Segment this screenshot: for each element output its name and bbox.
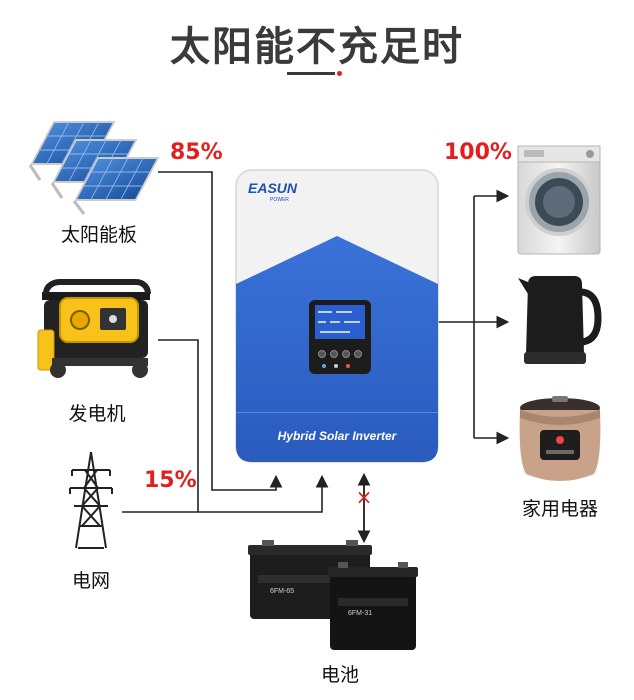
battery-blocked-mark: ×	[356, 485, 373, 509]
electric-kettle-icon	[518, 276, 602, 364]
generator-label: 发电机	[68, 403, 126, 425]
battery-model-small: 6FM-31	[348, 610, 372, 617]
battery-label: 电池	[320, 664, 359, 686]
grid-label: 电网	[71, 570, 110, 592]
generator-icon	[37, 279, 151, 378]
inverter-brand-sub: POWER	[270, 197, 289, 203]
inverter-model-label: Hybrid Solar Inverter	[278, 429, 398, 443]
inverter-brand: EASUN	[248, 180, 298, 196]
load-flow-line	[438, 189, 510, 445]
solar-percent: 85%	[170, 140, 223, 165]
grid-tower-icon	[69, 451, 113, 549]
appliances-label: 家用电器	[521, 498, 598, 520]
page-title: 太阳能不充足时	[170, 24, 464, 70]
grid-percent: 15%	[144, 468, 197, 493]
washing-machine-icon	[517, 145, 601, 255]
title-dot	[337, 71, 342, 76]
solar-flow-line	[158, 171, 283, 491]
title-underline	[287, 72, 335, 75]
generator-flow-line	[158, 339, 199, 512]
rice-cooker-icon	[519, 396, 601, 481]
solar-panel-label: 太阳能板	[60, 224, 137, 246]
battery-model-large: 6FM-65	[270, 588, 294, 595]
hybrid-inverter	[235, 169, 439, 463]
load-percent: 100%	[444, 140, 512, 165]
solar-panel-icon	[28, 121, 160, 215]
battery-icon	[248, 540, 418, 650]
grid-flow-line	[122, 474, 329, 513]
